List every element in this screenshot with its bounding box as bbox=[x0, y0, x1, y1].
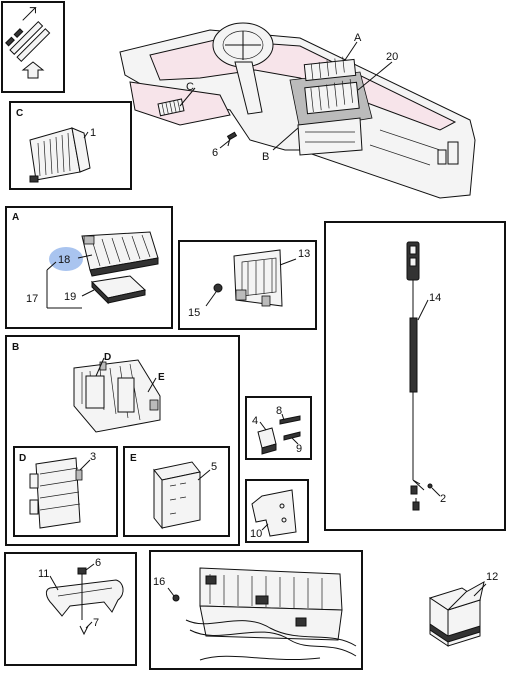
callout-dash-a: A bbox=[354, 32, 362, 44]
panel-10: 10 bbox=[245, 479, 309, 543]
callout-14: 14 bbox=[429, 292, 441, 304]
instrument-cluster-assembly bbox=[185, 567, 357, 661]
relay-module-5 bbox=[153, 461, 201, 530]
callout-c-1: 1 bbox=[90, 127, 96, 139]
panel-c: C 1 bbox=[9, 101, 132, 190]
callout-dash-b: B bbox=[262, 151, 269, 163]
callout-a-19: 19 bbox=[64, 291, 76, 303]
fuse-relay-block bbox=[81, 231, 159, 277]
harness-14 bbox=[406, 241, 433, 511]
relay-module-3 bbox=[29, 457, 83, 529]
panel-13-15: 13 15 bbox=[178, 240, 317, 330]
callout-8: 8 bbox=[276, 405, 282, 417]
panel-b-label: B bbox=[12, 342, 19, 353]
panel-e: E 5 bbox=[123, 446, 230, 537]
connector-4 bbox=[257, 427, 277, 455]
bracket-13 bbox=[233, 249, 283, 307]
panel-4-8-9: 4 8 9 bbox=[245, 396, 312, 460]
bolt-6 bbox=[226, 131, 238, 147]
panel-11-6-7: 6 11 7 bbox=[4, 552, 137, 666]
callout-a-18: 18 bbox=[58, 254, 70, 266]
callout-4: 4 bbox=[252, 415, 258, 427]
callout-12: 12 bbox=[486, 571, 498, 583]
callout-d-3: 3 bbox=[90, 451, 96, 463]
callout-11-7: 7 bbox=[93, 617, 99, 629]
callout-13: 13 bbox=[298, 248, 310, 260]
callout-dash-20: 20 bbox=[386, 51, 398, 63]
terminal-8 bbox=[279, 415, 301, 425]
panel-b: B D E D 3 bbox=[5, 335, 240, 546]
panel-a-label: A bbox=[12, 212, 19, 223]
callout-b-d: D bbox=[104, 352, 111, 363]
callout-dash-c: C bbox=[186, 81, 194, 93]
callout-15: 15 bbox=[188, 307, 200, 319]
orientation-icon bbox=[1, 1, 65, 93]
bracket-10 bbox=[251, 489, 297, 537]
screw-15 bbox=[213, 283, 223, 293]
callout-a-17: 17 bbox=[26, 293, 38, 305]
callout-16: 16 bbox=[153, 576, 165, 588]
callout-11-6: 6 bbox=[95, 557, 101, 569]
callout-2: 2 bbox=[440, 493, 446, 505]
highlight-18 bbox=[49, 247, 83, 271]
package-12: 12 bbox=[428, 571, 498, 647]
panel-e-label: E bbox=[130, 453, 137, 464]
screw-16 bbox=[172, 594, 180, 602]
up-arrow-icon bbox=[21, 61, 45, 79]
callout-10: 10 bbox=[250, 528, 262, 540]
callout-b-e: E bbox=[158, 372, 165, 383]
panel-d-label: D bbox=[19, 453, 26, 464]
clamp-11 bbox=[45, 579, 124, 617]
bolt-6b bbox=[77, 567, 87, 620]
panel-16: 16 bbox=[149, 550, 363, 670]
callout-dash-6: 6 bbox=[212, 147, 218, 159]
terminal-9 bbox=[283, 431, 301, 441]
relay-module-assembly bbox=[73, 359, 161, 433]
panel-d: D 3 bbox=[13, 446, 118, 537]
panel-c-label: C bbox=[16, 108, 23, 119]
clip-7 bbox=[79, 625, 89, 636]
panel-a: A 18 17 19 bbox=[5, 206, 173, 329]
callout-e-5: 5 bbox=[211, 461, 217, 473]
module-19 bbox=[90, 275, 147, 305]
callout-9: 9 bbox=[296, 443, 302, 455]
fuse-block-1 bbox=[29, 127, 91, 183]
dashboard-overview: A 20 C 6 B bbox=[119, 22, 476, 199]
callout-11: 11 bbox=[38, 568, 49, 580]
panel-14-2: 14 2 bbox=[324, 221, 506, 531]
